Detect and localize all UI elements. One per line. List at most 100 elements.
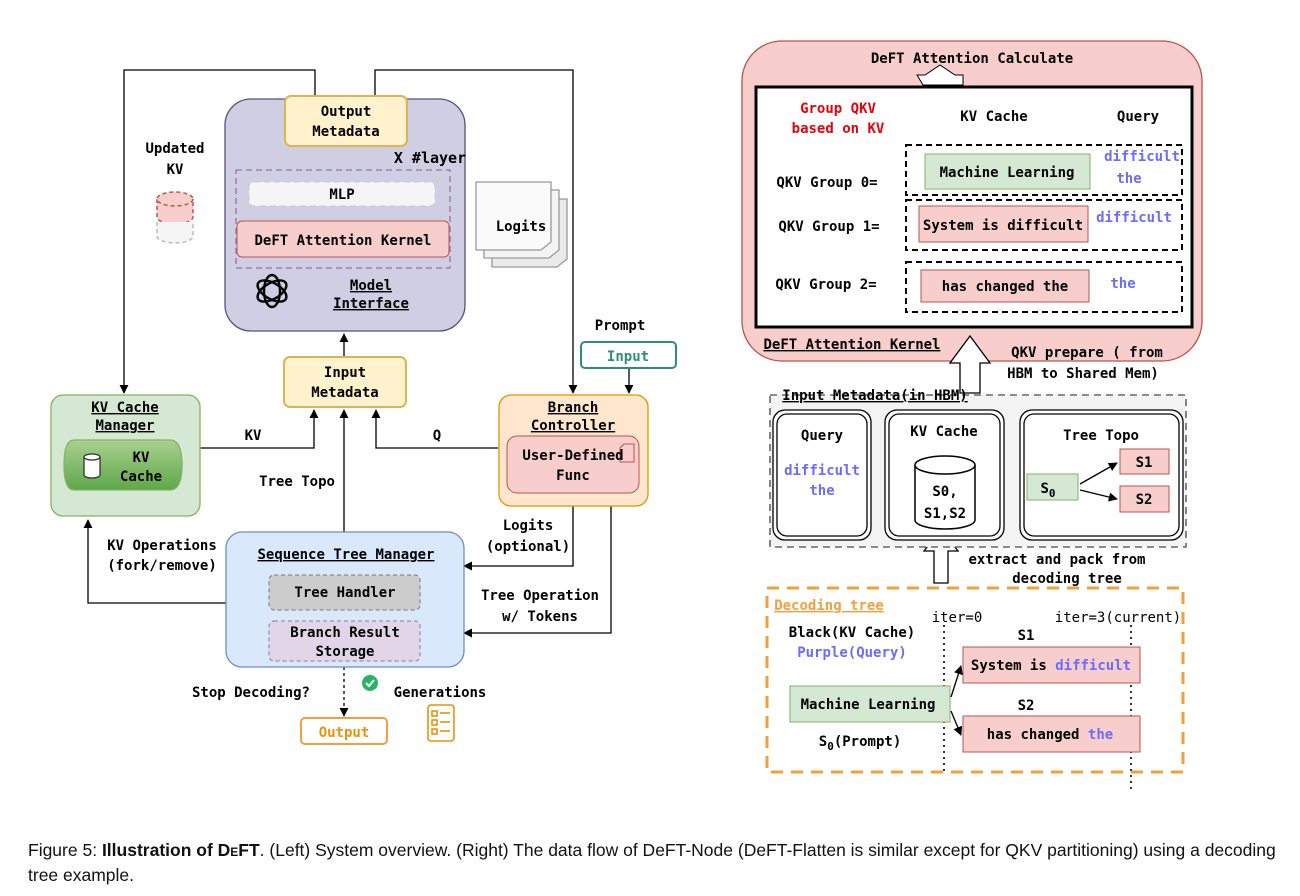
decoding-tree-label: Decoding tree: [774, 598, 884, 614]
attention-calculate-label: DeFT Attention Calculate: [871, 51, 1073, 67]
kv-cache-box-title: KV Cache: [910, 424, 977, 440]
tree-operation-label-1: Tree Operation: [481, 588, 599, 604]
tree-topo-box-title: Tree Topo: [1063, 428, 1139, 444]
output-tag-label: Output: [319, 725, 370, 741]
user-defined-func-label-2: Func: [556, 468, 590, 484]
function-icon: [619, 443, 635, 463]
branch-controller-label-2: Controller: [531, 418, 615, 434]
tree-topo-root-label: S0: [1040, 481, 1055, 500]
group0-kv-text: Machine Learning: [940, 165, 1075, 181]
output-metadata-label-1: Output: [321, 104, 372, 120]
group2-query: the: [1110, 276, 1135, 292]
iter3-label: iter=3(current): [1055, 610, 1181, 626]
s0-prompt-label: S0(Prompt): [819, 734, 902, 753]
group0-query-2: the: [1116, 171, 1141, 187]
kv-arrow-label: KV: [245, 428, 262, 444]
group0-label: QKV Group 0=: [776, 175, 877, 191]
group-qkv-label-2: based on KV: [792, 121, 885, 137]
extract-pack-label-1: extract and pack from: [968, 552, 1145, 568]
legend-purple-label: Purple(Query): [797, 645, 907, 661]
kv-operations-label-1: KV Operations: [107, 538, 217, 554]
s2-tokens: has changed the: [987, 727, 1113, 743]
tree-topo-root: [1026, 473, 1079, 501]
logits-icon: [475, 181, 568, 268]
model-interface: [224, 98, 466, 332]
output-metadata-box: [284, 95, 408, 147]
prompt-label: Prompt: [595, 318, 646, 334]
input-metadata-label-1: Input: [324, 365, 366, 381]
group-qkv-label-1: Group QKV: [800, 101, 876, 117]
s1-label: S1: [1018, 628, 1035, 644]
kv-operations-label-2: (fork/remove): [107, 558, 217, 574]
group1-query: difficult: [1096, 210, 1172, 226]
list-icon: [427, 704, 455, 742]
output-tag: [300, 717, 388, 745]
decode-s1-node: [962, 646, 1141, 684]
group0-kv: [924, 153, 1091, 190]
updated-kv-label-2: KV: [167, 162, 184, 178]
interface-label: Interface: [333, 296, 409, 312]
tree-topo-s2: [1119, 485, 1170, 513]
attention-kernel-right-label: DeFT Attention Kernel: [763, 337, 940, 353]
qkv-prepare-label-1: QKV prepare ( from: [1011, 345, 1163, 361]
input-metadata-box: [283, 356, 407, 408]
cache-cylinder-icon: [914, 455, 976, 530]
group0-query-1: difficult: [1104, 149, 1180, 165]
stop-decoding-label: Stop Decoding?: [192, 685, 310, 701]
up-arrow-top: [916, 64, 964, 86]
tree-handler-box: [268, 574, 421, 611]
group1-kv: [918, 205, 1089, 243]
figure-caption: Figure 5: Illustration of DeFT. (Left) S…: [28, 838, 1278, 888]
prepare-arrow: [948, 334, 992, 394]
group1-label: QKV Group 1=: [778, 219, 879, 235]
input-metadata-label-2: Metadata: [311, 385, 378, 401]
legend-black-label: Black(KV Cache): [789, 625, 915, 641]
kv-cache-box-item-1: S0,: [932, 484, 957, 500]
s1-tokens: System is difficult: [971, 658, 1131, 674]
user-defined-func-label-1: User-Defined: [522, 448, 623, 464]
caption-prefix: Figure 5:: [28, 840, 102, 860]
input-metadata-hbm-label: Input Metadata(in HBM): [782, 388, 967, 404]
tree-topo-s1-label: S1: [1136, 455, 1153, 471]
extract-pack-label-2: decoding tree: [1012, 571, 1122, 587]
input-tag-label: Input: [607, 349, 649, 365]
q-arrow-label: Q: [433, 428, 441, 444]
updated-kv-label-1: Updated: [145, 141, 204, 157]
root-node-label: Machine Learning: [801, 697, 936, 713]
user-defined-func-box: [506, 435, 640, 494]
group1-kv-text: System is difficult: [923, 218, 1083, 234]
group2-kv: [920, 269, 1090, 303]
caption-title: Illustration of DeFT: [101, 840, 260, 860]
attention-kernel-label: DeFT Attention Kernel: [254, 233, 431, 249]
query-box-title: Query: [801, 428, 844, 444]
branch-result-label-1: Branch Result: [290, 625, 400, 641]
branch-controller-label-1: Branch: [548, 400, 599, 416]
query-box-item-1: difficult: [784, 463, 860, 479]
s2-label: S2: [1018, 698, 1035, 714]
cylinder-icon: [83, 453, 101, 479]
database-icon: [156, 191, 194, 244]
tree-handler-label: Tree Handler: [294, 585, 395, 601]
group2-kv-text: has changed the: [942, 279, 1068, 295]
iter0-label: iter=0: [932, 610, 983, 626]
kv-cache-manager-label-1: KV Cache: [91, 400, 158, 416]
sequence-tree-manager-label: Sequence Tree Manager: [257, 547, 434, 563]
branch-result-label-2: Storage: [315, 644, 374, 660]
kv-cache-label-2: Cache: [120, 469, 162, 485]
tree-topo-s1: [1119, 448, 1170, 475]
decode-s2-node: [962, 715, 1141, 753]
caption-text: . (Left) System overview. (Right) The da…: [28, 840, 1276, 885]
tree-operation-label-2: w/ Tokens: [502, 609, 578, 625]
tree-topo-s2-label: S2: [1136, 492, 1153, 508]
kv-cache-box-item-2: S1,S2: [924, 506, 966, 522]
input-tag: [580, 341, 677, 369]
tree-topo-label: Tree Topo: [259, 474, 335, 490]
decoding-tree-panel: [765, 586, 1185, 774]
qkv-prepare-label-2: HBM to Shared Mem): [1007, 366, 1159, 382]
kv-cache-manager-label-2: Manager: [95, 418, 154, 434]
model-label: Model: [350, 278, 392, 294]
logits-optional-label-2: (optional): [486, 539, 570, 555]
generations-label: Generations: [394, 685, 487, 701]
branch-result-storage-box: [268, 620, 421, 662]
